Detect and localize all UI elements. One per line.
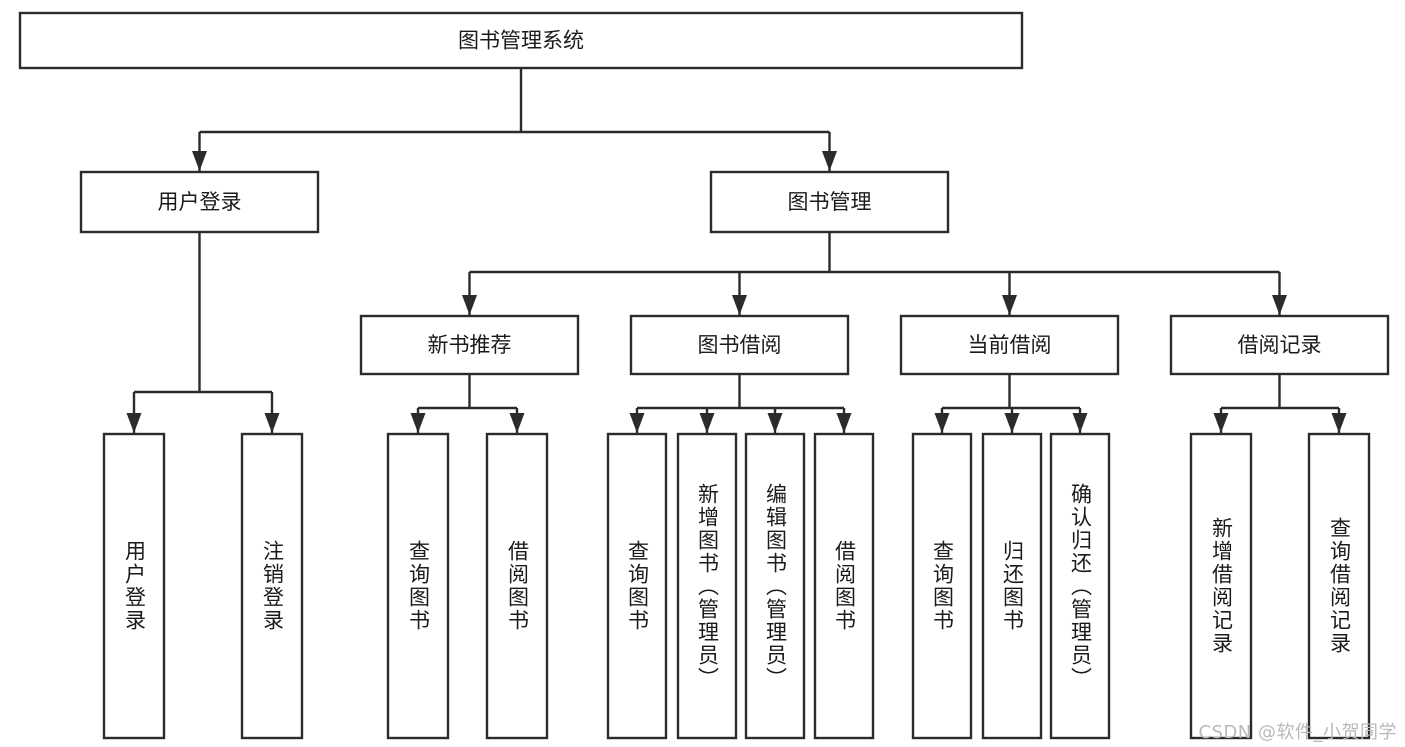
arrow-head-icon: [1272, 295, 1287, 315]
arrow-head-icon: [192, 151, 207, 171]
node-box-level3-2[interactable]: [899, 314, 1120, 376]
arrow-head-icon: [1213, 413, 1229, 433]
node-box-leaf-7[interactable]: [813, 432, 875, 740]
arrow-head-icon: [767, 413, 783, 433]
node-box-leaf-10[interactable]: [1049, 432, 1111, 740]
arrow-head-icon: [1072, 413, 1088, 433]
arrow-head-icon: [264, 413, 280, 433]
node-box-leaf-3[interactable]: [485, 432, 549, 740]
watermark-text: CSDN @软件_小贺同学: [1198, 722, 1397, 743]
arrow-head-icon: [410, 413, 426, 433]
arrow-head-icon: [1002, 295, 1017, 315]
node-label-root: 图书管理系统: [458, 29, 584, 53]
node-box-leaf-9[interactable]: [981, 432, 1043, 740]
node-label-level3-2: 当前借阅: [968, 333, 1052, 357]
node-box-leaf-2[interactable]: [386, 432, 450, 740]
arrow-head-icon: [822, 151, 837, 171]
node-label-level2-0: 用户登录: [158, 190, 242, 214]
arrow-head-icon: [699, 413, 715, 433]
arrow-head-icon: [934, 413, 950, 433]
node-box-level3-3[interactable]: [1169, 314, 1390, 376]
arrow-head-icon: [732, 295, 747, 315]
node-box-level2-1[interactable]: [709, 170, 950, 234]
node-box-leaf-1[interactable]: [240, 432, 304, 740]
node-box-level2-0[interactable]: [79, 170, 320, 234]
node-label-level3-0: 新书推荐: [428, 333, 512, 357]
arrow-head-icon: [509, 413, 525, 433]
node-box-leaf-6[interactable]: [744, 432, 806, 740]
node-box-level3-0[interactable]: [359, 314, 580, 376]
node-label-level2-1: 图书管理: [788, 190, 872, 214]
node-box-leaf-12[interactable]: [1307, 432, 1371, 740]
arrow-head-icon: [836, 413, 852, 433]
arrow-head-icon: [629, 413, 645, 433]
node-label-level3-1: 图书借阅: [698, 333, 782, 357]
arrow-head-icon: [1331, 413, 1347, 433]
node-box-leaf-4[interactable]: [606, 432, 668, 740]
boxes-layer: [18, 11, 1390, 740]
node-box-leaf-0[interactable]: [102, 432, 166, 740]
edges-layer: [126, 68, 1347, 433]
node-box-level3-1[interactable]: [629, 314, 850, 376]
node-box-leaf-8[interactable]: [911, 432, 973, 740]
arrow-head-icon: [126, 413, 142, 433]
arrow-head-icon: [462, 295, 477, 315]
node-label-level3-3: 借阅记录: [1238, 333, 1322, 357]
node-box-leaf-5[interactable]: [676, 432, 738, 740]
node-box-leaf-11[interactable]: [1189, 432, 1253, 740]
arrow-head-icon: [1004, 413, 1020, 433]
node-box-root[interactable]: [18, 11, 1024, 70]
